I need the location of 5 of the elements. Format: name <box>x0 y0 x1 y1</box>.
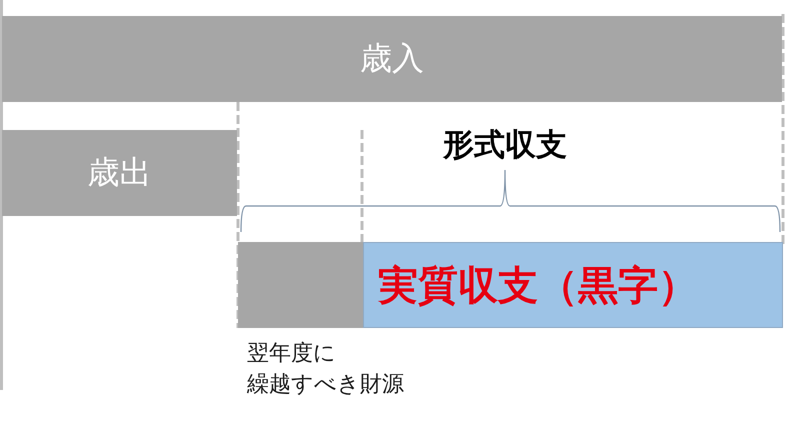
bar-caption: 翌年度に繰越すべき財源 <box>247 340 405 399</box>
revenue-bar: 歳入 <box>2 16 782 102</box>
expenditure-bar: 歳出 <box>2 130 237 216</box>
real-balance-bar: 実質収支（黒字） <box>363 242 783 328</box>
brace-label: 形式収支 <box>443 126 567 165</box>
